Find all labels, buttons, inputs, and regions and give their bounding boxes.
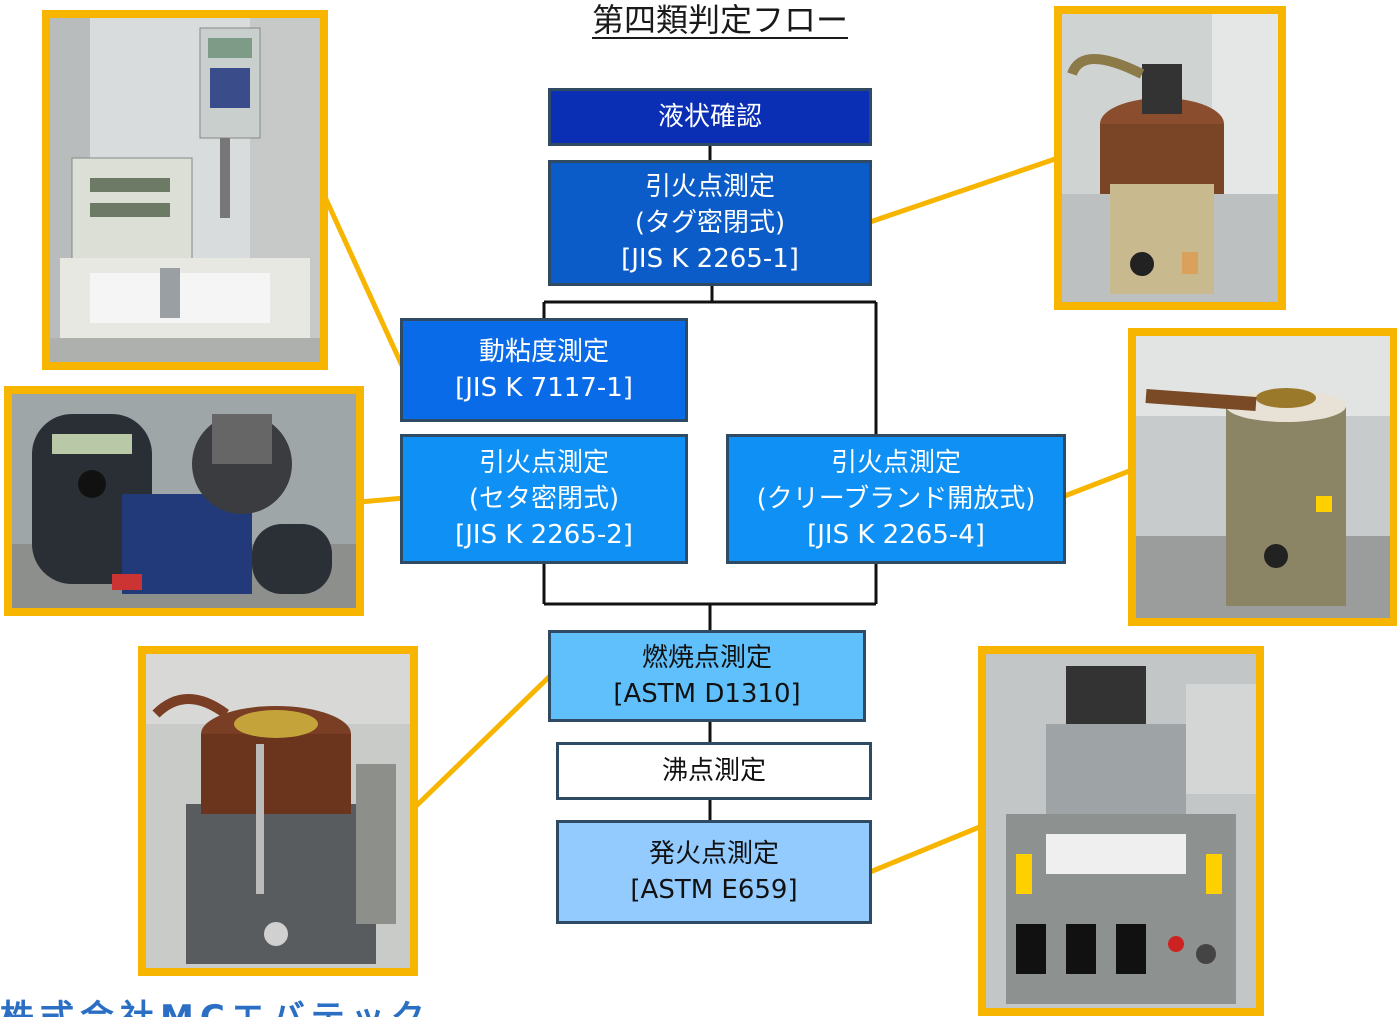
cleveland-line2: (クリーブランド開放式)	[756, 484, 1036, 514]
seta-line1: 引火点測定	[478, 448, 609, 478]
seta-line2: (セタ密閉式)	[468, 484, 620, 514]
company-name-text: 株式会社MCエバテック	[0, 998, 520, 1017]
cleveland-tester-photo	[1128, 328, 1397, 626]
tag-flash-point-box: 引火点測定 (タグ密閉式) [JIS K 2265-1]	[548, 160, 872, 286]
seta-flash-point-box: 引火点測定 (セタ密閉式) [JIS K 2265-2]	[400, 434, 688, 564]
fire-line2: [ASTM D1310]	[613, 679, 801, 709]
liquid-check-box: 液状確認	[548, 88, 872, 146]
cleveland-line3: [JIS K 2265-4]	[807, 520, 985, 550]
ignition-line1: 発火点測定	[648, 839, 779, 869]
fire-point-box: 燃焼点測定 [ASTM D1310]	[548, 630, 866, 722]
viscosity-box: 動粘度測定 [JIS K 7117-1]	[400, 318, 688, 422]
cleveland-flash-point-box: 引火点測定 (クリーブランド開放式) [JIS K 2265-4]	[726, 434, 1066, 564]
seta-line3: [JIS K 2265-2]	[455, 520, 633, 550]
seta-tester-photo	[4, 386, 364, 616]
liquid-check-label: 液状確認	[657, 102, 762, 132]
fire-line1: 燃焼点測定	[641, 643, 772, 673]
viscosity-line1: 動粘度測定	[478, 337, 609, 367]
company-name: 株式会社MCエバテック	[0, 998, 520, 1017]
boiling-label: 沸点測定	[661, 756, 766, 786]
tag-tester-photo	[1054, 6, 1286, 310]
page-title: 第四類判定フロー	[591, 1, 848, 39]
tag-line1: 引火点測定	[644, 172, 775, 202]
boiling-point-box: 沸点測定	[556, 742, 872, 800]
ignition-tester-photo	[978, 646, 1264, 1016]
ignition-point-box: 発火点測定 [ASTM E659]	[556, 820, 872, 924]
fire-point-tester-photo	[138, 646, 418, 976]
tag-line2: (タグ密閉式)	[634, 208, 786, 238]
cleveland-line1: 引火点測定	[830, 448, 961, 478]
ignition-line2: [ASTM E659]	[630, 875, 798, 905]
tag-line3: [JIS K 2265-1]	[621, 244, 799, 274]
viscometer-photo	[42, 10, 328, 370]
viscosity-line2: [JIS K 7117-1]	[455, 373, 633, 403]
